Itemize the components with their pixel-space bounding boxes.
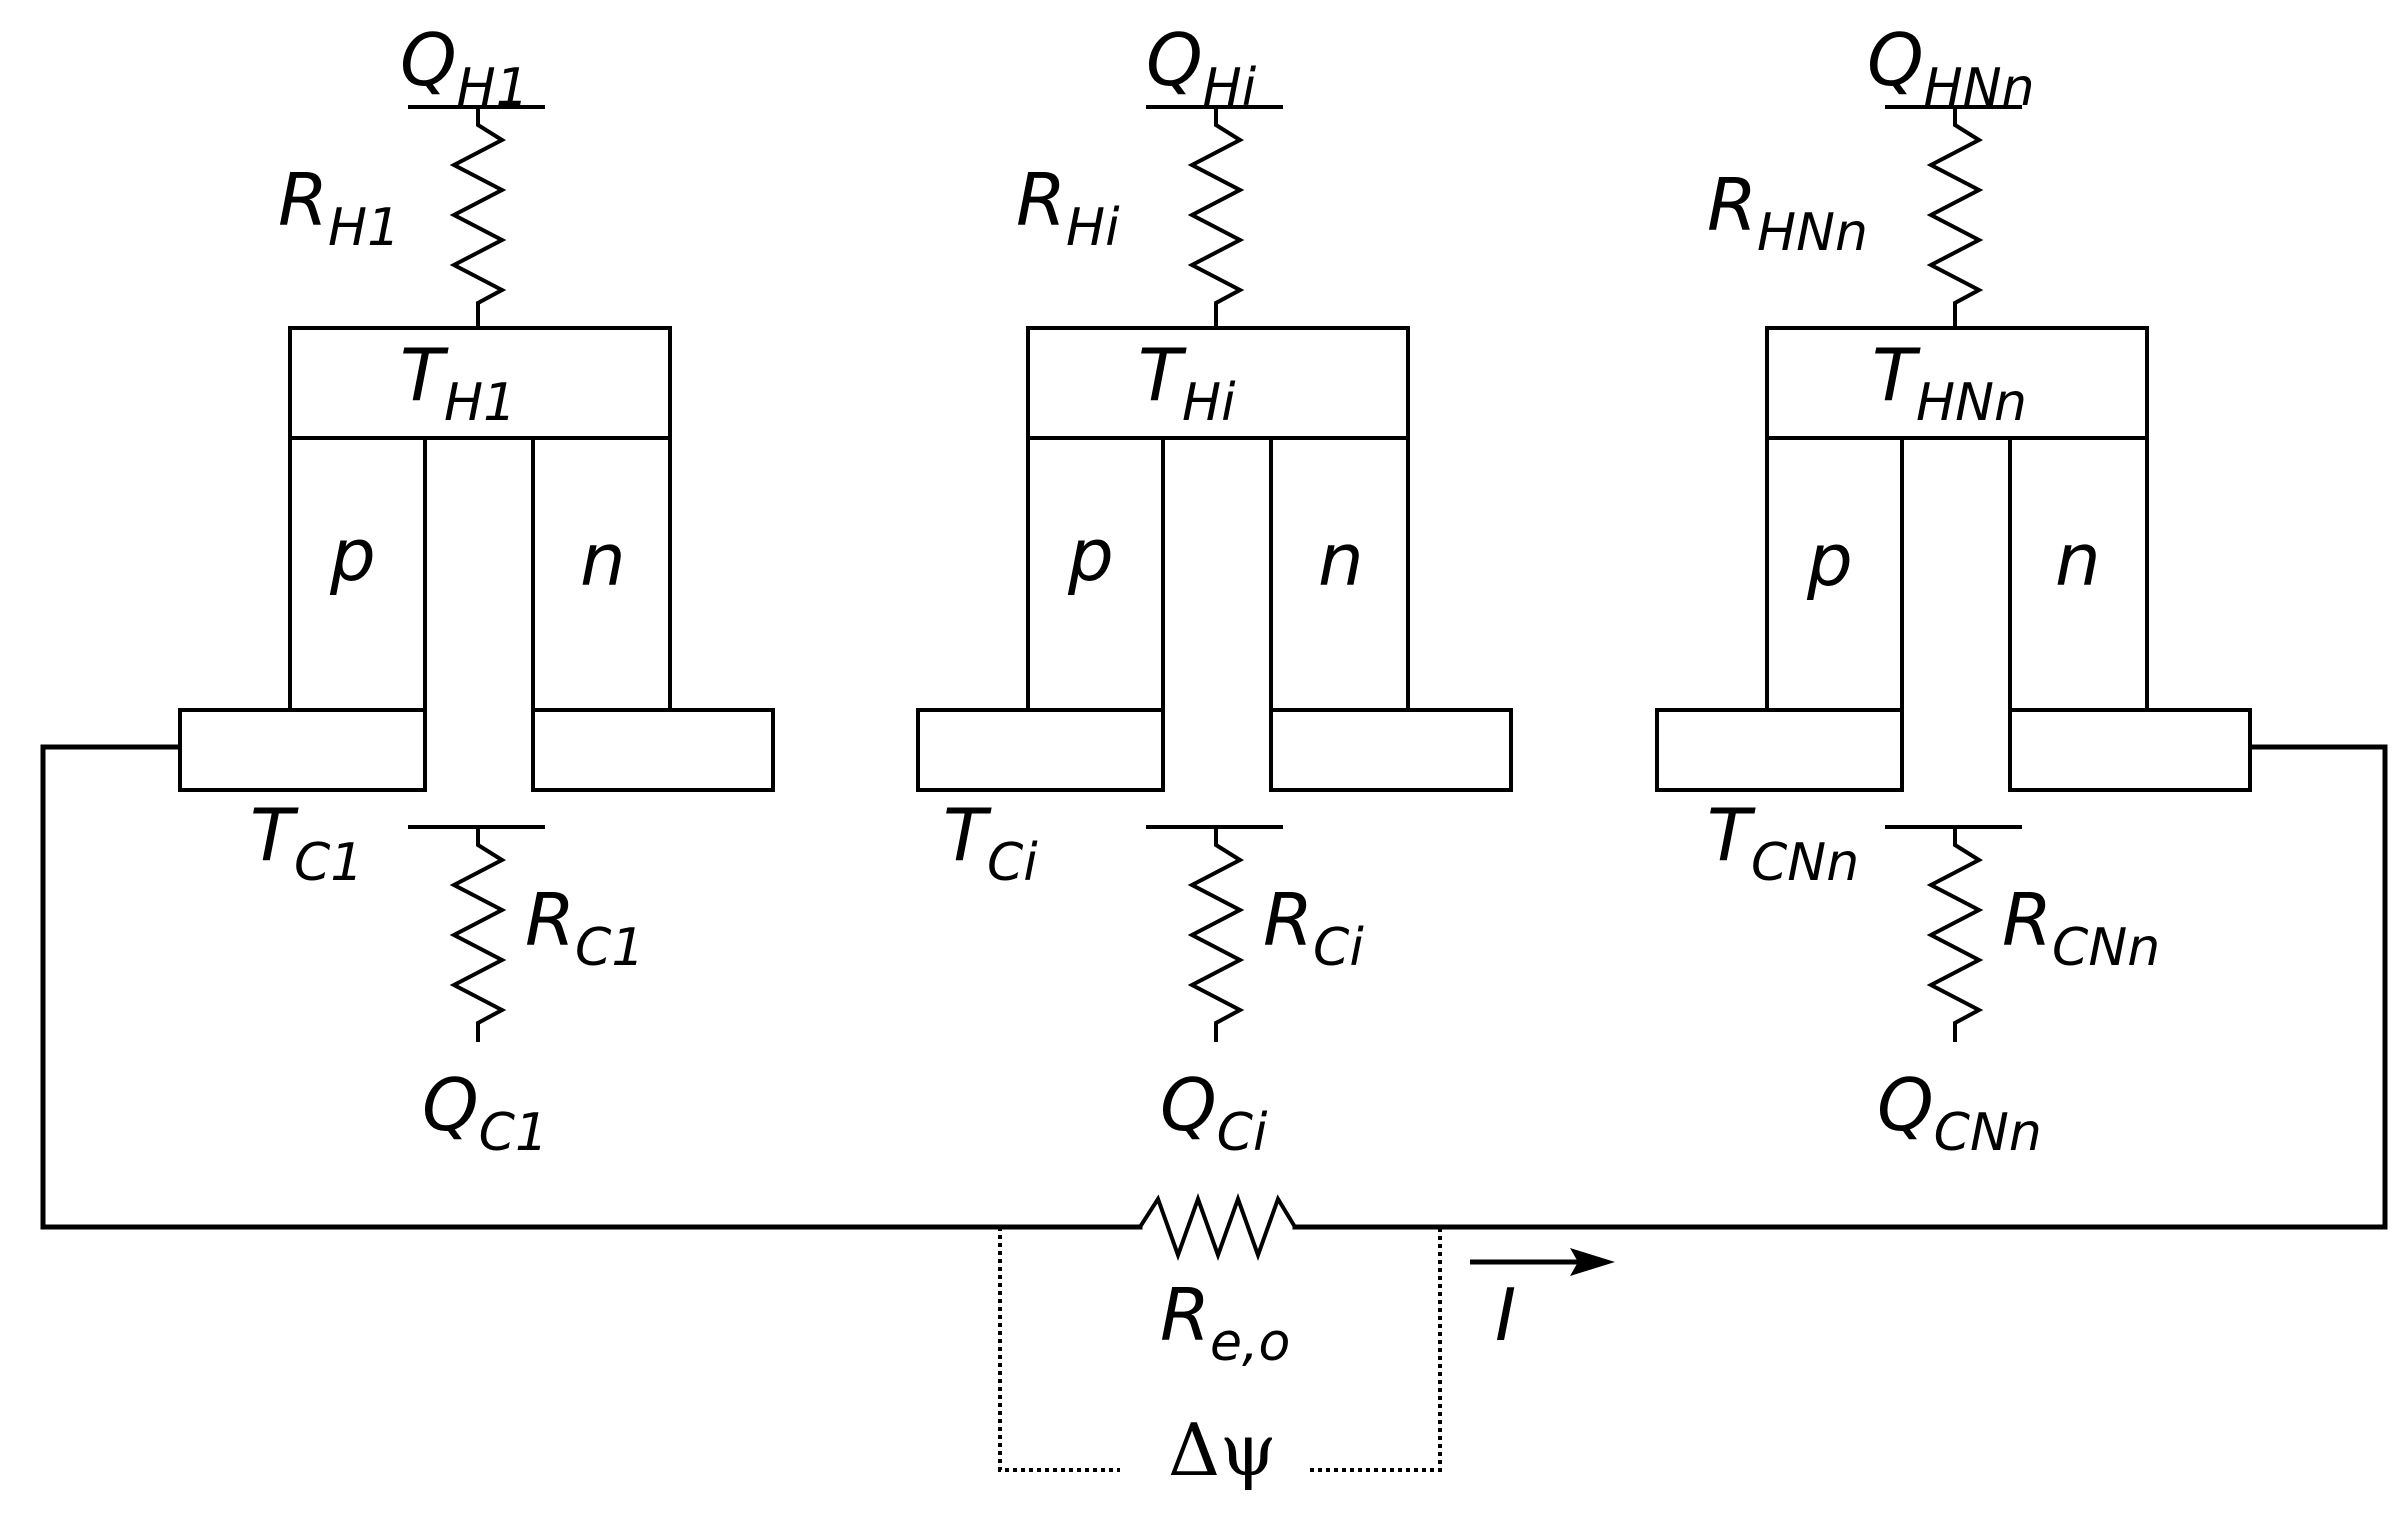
hot-resistor — [1187, 107, 1245, 328]
cold-junction-right — [2008, 708, 2252, 792]
p-leg-label: p — [1806, 518, 1853, 602]
hot-junction — [1026, 326, 1410, 440]
cold-heat-label: QCi — [1160, 1063, 1268, 1163]
p-leg — [1026, 436, 1165, 712]
voltage-measurement-loop — [998, 1227, 1442, 1472]
current-arrow-icon — [1470, 1248, 1615, 1276]
load-resistor — [1138, 1193, 1297, 1261]
hot-temperature-label: TH1 — [400, 333, 516, 433]
hot-resistor — [1926, 107, 1984, 328]
cold-junction-right — [531, 708, 775, 792]
module-nn: QHNn RHNn THNn p n TCNn RCNn QCNn — [1655, 18, 2252, 1163]
hot-resistor — [449, 107, 507, 328]
hot-heat-label: QH1 — [400, 18, 529, 118]
hot-resistance-label: RH1 — [278, 158, 400, 258]
n-leg-label: n — [580, 518, 626, 602]
hot-temperature-label: THNn — [1872, 333, 2027, 433]
cold-temperature-label: TCNn — [1707, 793, 1859, 893]
n-leg — [2008, 436, 2149, 712]
hot-resistance-label: RHi — [1016, 158, 1120, 258]
hot-junction — [1765, 326, 2149, 440]
p-leg-label: p — [329, 513, 376, 597]
cold-temperature-label: TCi — [943, 793, 1038, 893]
circuit-wire-left — [40, 744, 1143, 1230]
p-leg — [288, 436, 427, 712]
cold-resistor — [449, 827, 507, 1042]
voltage-label: Δψ — [1168, 1408, 1276, 1492]
hot-temperature-label: THi — [1138, 333, 1236, 433]
cold-resistance-label: RC1 — [525, 878, 644, 978]
hot-junction — [288, 326, 672, 440]
n-leg — [1269, 436, 1410, 712]
hot-heat-label: QHi — [1146, 18, 1257, 118]
cold-temperature-label: TC1 — [250, 793, 363, 893]
hot-resistance-label: RHNn — [1707, 163, 1868, 263]
p-leg-label: p — [1067, 513, 1114, 597]
current-label: I — [1495, 1273, 1516, 1357]
cold-resistance-label: RCNn — [2002, 878, 2160, 978]
cold-junction-left — [916, 708, 1165, 792]
module-i: QHi RHi THi p n TCi RCi QCi — [916, 18, 1513, 1163]
n-leg-label: n — [1318, 518, 1364, 602]
cold-junction-left — [178, 708, 427, 792]
n-leg — [531, 436, 672, 712]
cold-junction-right — [1269, 708, 1513, 792]
cold-heat-label: QCNn — [1877, 1063, 2042, 1163]
module-1: QH1 RH1 TH1 p n TC1 RC1 QC1 — [178, 18, 775, 1163]
p-leg — [1765, 436, 1904, 712]
load-resistor-label: Re,o — [1160, 1273, 1290, 1373]
hot-heat-label: QHNn — [1867, 18, 2035, 118]
cold-resistor — [1187, 827, 1245, 1042]
cold-resistor — [1926, 827, 1984, 1042]
cold-junction-left — [1655, 708, 1904, 792]
n-leg-label: n — [2055, 518, 2101, 602]
circuit-wire-right — [1292, 744, 2388, 1230]
cold-resistance-label: RCi — [1263, 878, 1364, 978]
cold-heat-label: QC1 — [422, 1063, 548, 1163]
